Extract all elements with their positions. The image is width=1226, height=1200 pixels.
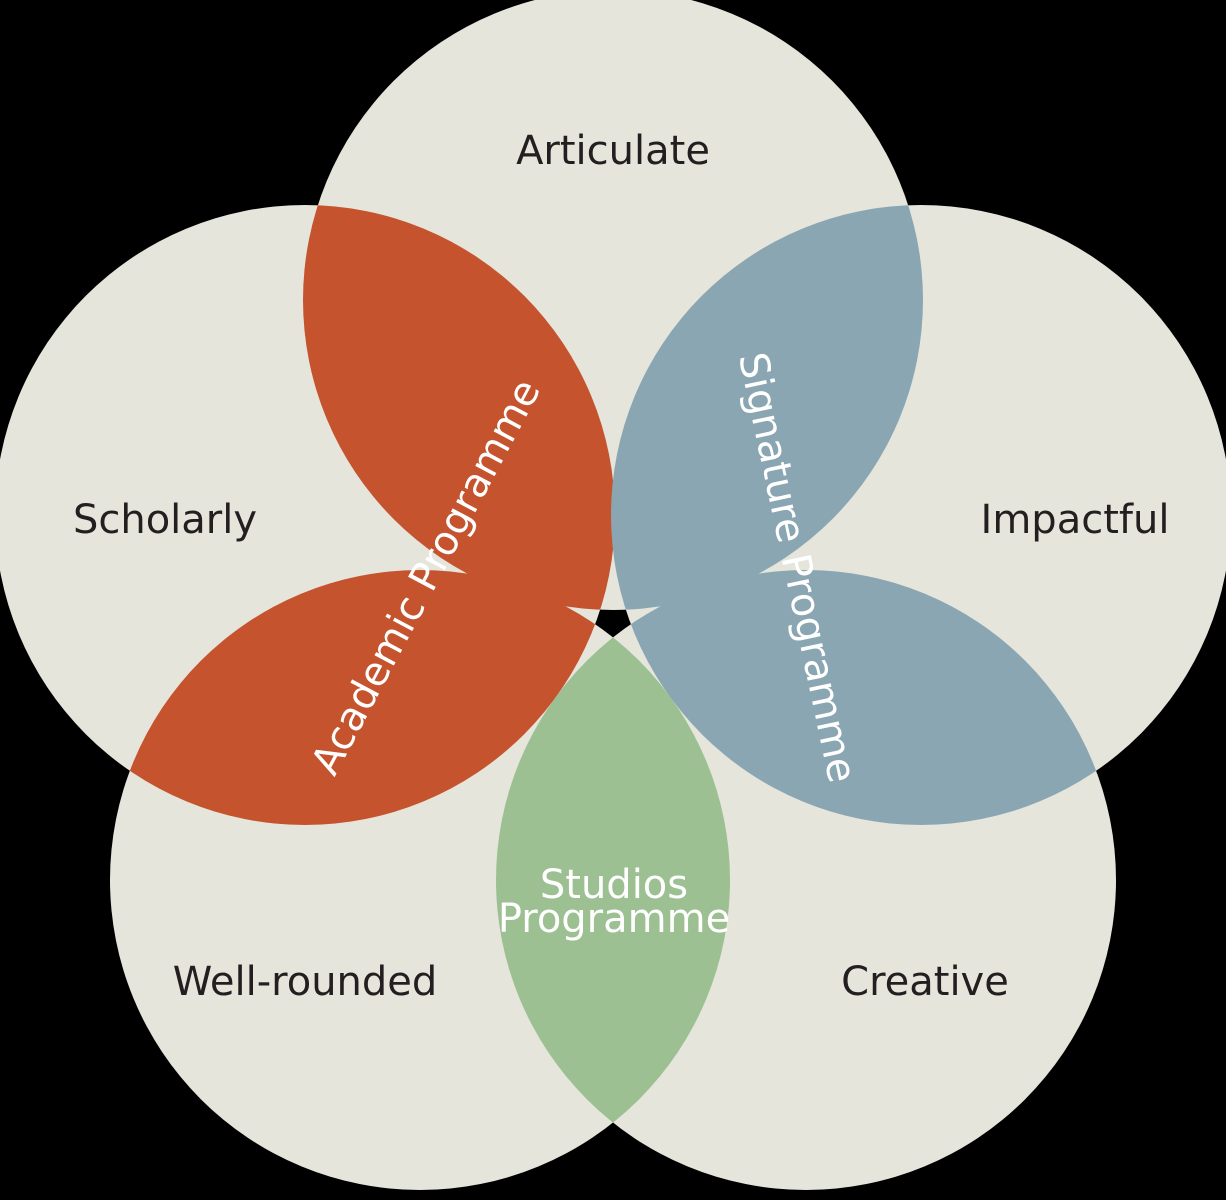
label-scholarly: Scholarly [73,497,257,543]
studios-programme-region [496,570,730,1190]
label-studios-line1: Studios [540,862,688,908]
label-studios-line2: Programme [498,896,730,942]
label-articulate: Articulate [516,128,710,174]
label-impactful: Impactful [981,497,1170,543]
label-well-rounded: Well-rounded [173,959,438,1005]
label-creative: Creative [841,959,1009,1005]
